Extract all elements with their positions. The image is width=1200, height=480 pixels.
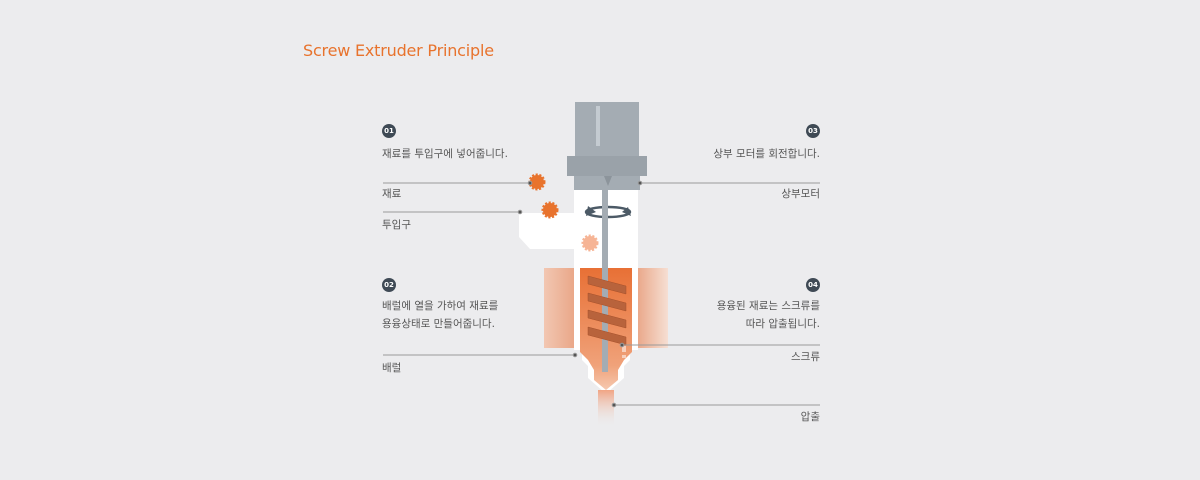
step-badge-03: 03	[806, 124, 820, 138]
label-material: 재료	[382, 188, 402, 200]
step-desc-04: 용융된 재료는 스크류를 따라 압출됩니다.	[716, 300, 820, 330]
screw-shaft	[602, 186, 608, 372]
material-pellet	[541, 201, 559, 219]
hopper-shape	[519, 213, 574, 249]
step-badge-01: 01	[382, 124, 396, 138]
motor-flange	[567, 156, 647, 176]
label-barrel: 배럴	[382, 362, 402, 374]
extrusion-stream	[598, 390, 614, 428]
material-pellet	[581, 234, 599, 252]
label-extrusion: 압출	[800, 411, 820, 423]
screw-flights	[587, 275, 627, 346]
step-desc-03: 상부 모터를 회전합니다.	[713, 148, 820, 160]
step-badge-04: 04	[806, 278, 820, 292]
diagram-title: Screw Extruder Principle	[303, 41, 494, 60]
label-motor: 상부모터	[781, 188, 820, 200]
step-desc-02: 배럴에 열을 가하여 재료를 용융상태로 만들어줍니다.	[382, 300, 499, 330]
motor-top	[575, 102, 639, 158]
step-badge-02: 02	[382, 278, 396, 292]
heater-right	[636, 268, 668, 348]
material-pellet	[528, 173, 546, 191]
step-desc-01: 재료를 투입구에 넣어줍니다.	[382, 148, 508, 160]
heater-left	[544, 268, 576, 348]
label-hopper: 투입구	[382, 219, 411, 231]
label-screw: 스크류	[791, 351, 820, 363]
